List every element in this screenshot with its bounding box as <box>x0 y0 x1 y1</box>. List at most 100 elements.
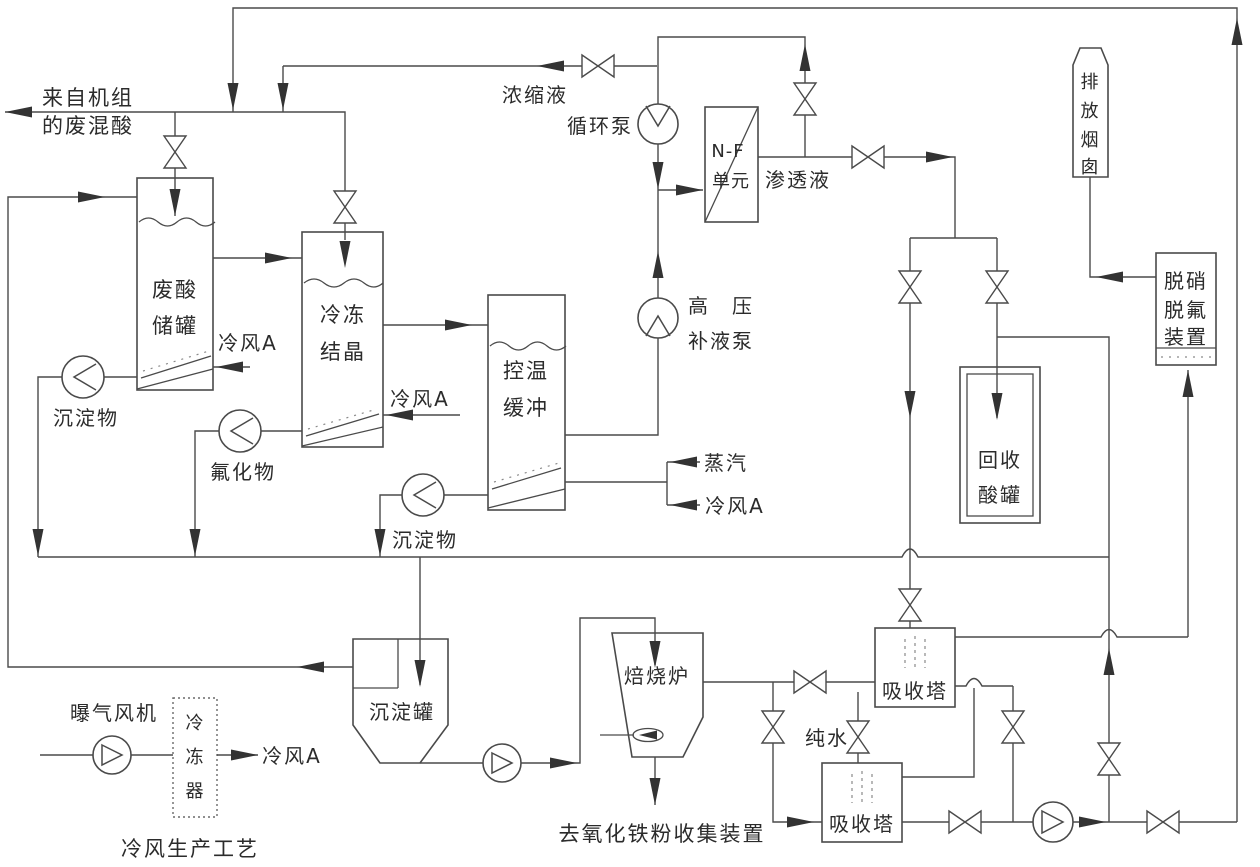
chimney-label-char4: 囱 <box>1081 157 1100 178</box>
flow-arrow <box>227 83 239 110</box>
circulation-pump <box>637 103 679 145</box>
feed-label-line1: 来自机组 <box>42 86 134 110</box>
recovery-tank-inner <box>966 373 1034 517</box>
concentrate-label: 浓缩液 <box>502 83 568 107</box>
recovery-tank-label-line1: 回收 <box>978 448 1022 472</box>
denit-label-line3: 装置 <box>1164 325 1208 349</box>
flow-arrow <box>649 778 661 805</box>
sloped-bottom <box>301 426 384 447</box>
flow-arrow <box>670 499 697 511</box>
nf-unit-label-line2: 单元 <box>712 171 750 192</box>
settling-tank-pump <box>482 743 522 783</box>
feed-label-line2: 的废混酸 <box>42 114 134 138</box>
flow-arrow <box>670 456 697 468</box>
flow-arrow <box>652 251 664 278</box>
iron-oxide-collection-label: 去氧化铁粉收集装置 <box>559 822 766 846</box>
roasting-furnace <box>600 632 704 758</box>
upper-absorber-label: 吸收塔 <box>882 679 948 703</box>
furnace-label: 焙烧炉 <box>624 664 690 688</box>
denit-label-line1: 脱硝 <box>1164 269 1208 293</box>
recovery-tank-label-line2: 酸罐 <box>978 483 1022 507</box>
spray-pattern <box>851 771 873 805</box>
flow-arrow <box>445 319 472 331</box>
flow-arrow <box>277 83 289 110</box>
nf-unit-label-line1: N-F <box>711 141 744 162</box>
temperature-buffer-tank <box>487 294 567 511</box>
valve-permeate-recycle <box>793 82 817 116</box>
pumps <box>61 103 1074 843</box>
cold-air-label-buffer: 冷风A <box>705 494 765 518</box>
chiller-label-char1: 冷 <box>186 713 205 734</box>
lower-absorber-label: 吸收塔 <box>829 812 895 836</box>
steam-label: 蒸汽 <box>704 451 748 475</box>
flow-arrow <box>297 661 324 673</box>
sparger-line <box>305 413 380 437</box>
flow-arrow <box>1182 370 1194 397</box>
absorber-tower-lower <box>821 762 903 843</box>
chimney-body <box>1072 47 1109 178</box>
buffer-tank-body <box>487 294 566 511</box>
sediment-label-left: 沉淀物 <box>53 406 119 430</box>
valve-concentrate <box>581 54 615 78</box>
burner-arrow-icon <box>639 730 657 740</box>
valve-return-riser <box>1146 810 1180 834</box>
furnace-body <box>611 632 704 758</box>
flow-arrow <box>32 529 44 556</box>
fluoride-label: 氟化物 <box>210 460 276 484</box>
chimney-label-char3: 烟 <box>1081 130 1100 151</box>
aeration-fan <box>92 735 132 775</box>
flow-arrow <box>374 529 386 556</box>
flow-arrow <box>189 529 201 556</box>
settling-tank-label: 沉淀罐 <box>369 700 435 724</box>
hp-pump-label-line2: 补液泵 <box>688 329 754 353</box>
spray-pattern <box>904 636 926 670</box>
liquid-surface <box>138 217 216 227</box>
valve-freeze-tank-feed <box>333 190 357 224</box>
discharge-chimney <box>1072 47 1109 178</box>
flow-arrow <box>216 361 243 373</box>
sparger-nozzles <box>142 350 210 372</box>
valve-riser <box>1097 742 1121 776</box>
high-pressure-feed-pump <box>637 297 679 339</box>
cold-air-process-caption: 冷风生产工艺 <box>121 837 259 861</box>
flow-arrow <box>550 757 577 769</box>
denitration-defluorination-device <box>1155 252 1217 366</box>
nf-membrane-unit <box>704 106 759 223</box>
aeration-fan-label: 曝气风机 <box>70 701 158 725</box>
burner-flame <box>632 727 664 743</box>
buffer-tank-label-line1: 控温 <box>503 359 549 383</box>
sediment-pump-buffer-tank <box>401 473 445 517</box>
flow-arrow <box>904 391 916 418</box>
sediment-label-center: 沉淀物 <box>392 528 458 552</box>
valve-furnace-gas <box>793 670 827 694</box>
valve-lower-absorber-out <box>948 810 982 834</box>
sloped-bottom <box>487 488 566 509</box>
liquid-surface <box>489 341 567 351</box>
sparger-line <box>140 355 212 379</box>
denit-device-body <box>1155 252 1217 366</box>
overflow-partition <box>353 639 399 689</box>
flow-arrow <box>799 44 811 71</box>
valve-upper-absorber-top <box>898 588 922 622</box>
flow-arrow <box>386 409 413 421</box>
cold-air-output-label: 冷风A <box>262 744 322 768</box>
valve-absorber-branch <box>898 270 922 304</box>
waste-tank-label-line1: 废酸 <box>152 278 198 302</box>
chiller-body <box>172 697 218 818</box>
flow-arrow <box>1103 648 1115 675</box>
lower-absorber-body <box>821 762 903 843</box>
flow-arrow <box>78 191 105 203</box>
pure-water-label: 纯水 <box>805 726 849 750</box>
cold-air-label-waste-tank: 冷风A <box>218 331 278 355</box>
denit-label-line2: 脱氟 <box>1164 298 1208 322</box>
fluoride-pump <box>218 409 262 453</box>
flow-arrow <box>231 749 258 761</box>
flow-arrow <box>1231 18 1243 45</box>
cold-air-label-freeze-tank: 冷风A <box>390 387 450 411</box>
valve-absorber-liquid <box>1001 710 1025 744</box>
flow-arrow <box>1096 271 1123 283</box>
circulation-pump-label: 循环泵 <box>567 114 633 138</box>
valve-pure-water <box>846 720 870 754</box>
